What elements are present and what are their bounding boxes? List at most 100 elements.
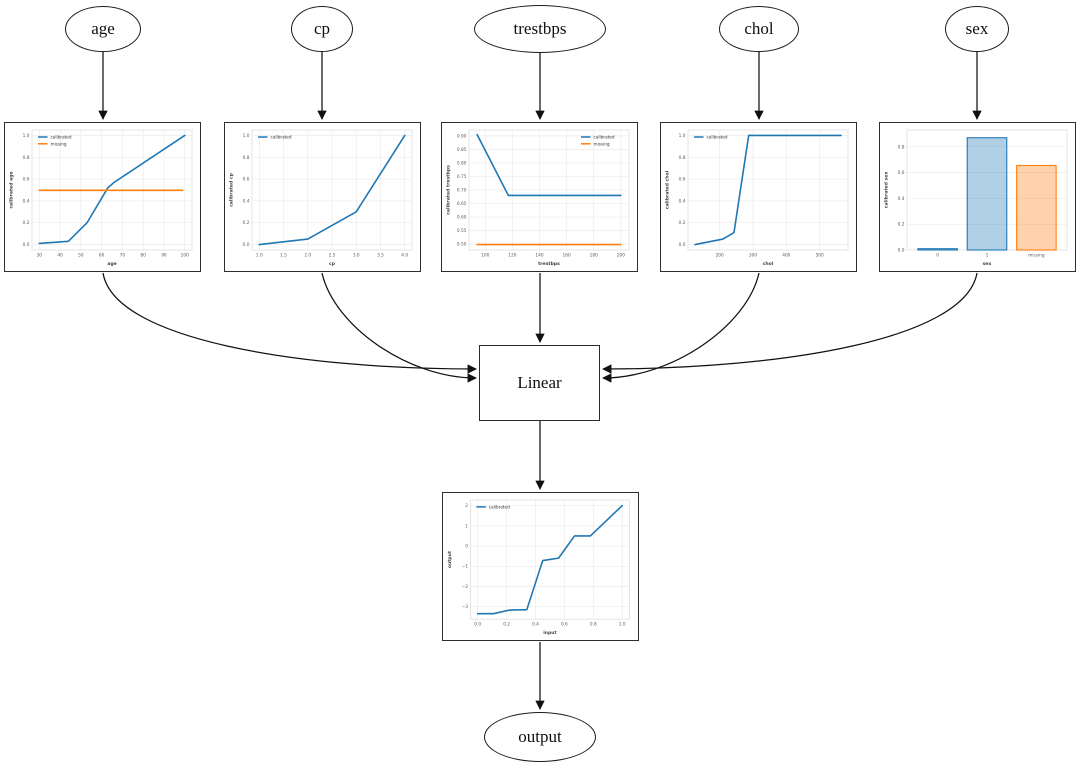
svg-text:2: 2: [465, 503, 468, 509]
svg-text:−1: −1: [462, 564, 469, 570]
svg-text:0.55: 0.55: [457, 228, 467, 234]
svg-text:calibrated: calibrated: [707, 135, 728, 140]
svg-text:0.8: 0.8: [898, 144, 905, 150]
node-output: output: [484, 712, 596, 762]
svg-text:0.6: 0.6: [561, 622, 568, 628]
svg-text:0.60: 0.60: [457, 215, 467, 221]
svg-text:0.80: 0.80: [457, 160, 467, 166]
svg-text:1.0: 1.0: [243, 133, 250, 139]
svg-text:0.8: 0.8: [679, 155, 686, 161]
node-sex: sex: [945, 6, 1009, 52]
svg-text:0.4: 0.4: [532, 622, 539, 628]
svg-text:calibrated: calibrated: [271, 135, 292, 140]
svg-text:0.8: 0.8: [590, 622, 597, 628]
node-label: chol: [744, 19, 774, 38]
svg-text:140: 140: [535, 253, 543, 259]
svg-text:1.0: 1.0: [23, 133, 30, 139]
svg-text:0.4: 0.4: [679, 198, 686, 204]
svg-text:100: 100: [181, 253, 189, 259]
svg-text:0.8: 0.8: [243, 155, 250, 161]
svg-text:3.0: 3.0: [353, 253, 360, 259]
svg-text:500: 500: [816, 253, 824, 259]
svg-text:calibrated trestbps: calibrated trestbps: [446, 165, 452, 215]
svg-text:0.4: 0.4: [898, 196, 905, 202]
svg-text:3.5: 3.5: [377, 253, 384, 259]
svg-text:sex: sex: [983, 262, 992, 267]
svg-text:age: age: [107, 262, 117, 267]
svg-text:missing: missing: [594, 141, 610, 146]
svg-text:0.2: 0.2: [679, 220, 686, 226]
svg-text:0.0: 0.0: [474, 622, 481, 628]
svg-text:160: 160: [563, 253, 571, 259]
svg-text:0.2: 0.2: [23, 220, 30, 226]
svg-text:trestbps: trestbps: [538, 261, 560, 267]
svg-text:calibrated chol: calibrated chol: [665, 170, 671, 209]
svg-text:1.0: 1.0: [619, 622, 626, 628]
svg-text:40: 40: [57, 253, 63, 259]
node-label: cp: [313, 19, 331, 38]
svg-text:0.2: 0.2: [503, 622, 510, 628]
svg-text:120: 120: [508, 253, 516, 259]
svg-text:0.8: 0.8: [23, 155, 30, 161]
svg-text:200: 200: [716, 253, 724, 259]
svg-text:0.2: 0.2: [243, 220, 250, 226]
svg-text:4.0: 4.0: [401, 253, 408, 259]
svg-text:calibrated: calibrated: [51, 135, 72, 140]
svg-text:0.85: 0.85: [457, 147, 467, 153]
svg-text:0.4: 0.4: [23, 198, 30, 204]
svg-text:output: output: [447, 550, 453, 568]
svg-text:1.0: 1.0: [256, 253, 263, 259]
svg-text:80: 80: [140, 253, 146, 259]
svg-text:90: 90: [161, 253, 167, 259]
svg-text:calibrated age: calibrated age: [9, 171, 15, 208]
svg-text:0: 0: [465, 544, 468, 550]
svg-text:180: 180: [590, 253, 598, 259]
edge-calibrator-age-to-linear: [102, 272, 477, 374]
svg-text:50: 50: [78, 253, 84, 259]
svg-text:0.90: 0.90: [457, 133, 467, 139]
svg-text:400: 400: [782, 253, 790, 259]
node-age: age: [65, 6, 141, 52]
svg-text:input: input: [543, 630, 557, 636]
node-label: age: [91, 19, 115, 38]
svg-text:70: 70: [120, 253, 126, 259]
svg-text:1: 1: [465, 523, 468, 529]
svg-text:0.75: 0.75: [457, 174, 467, 180]
svg-text:0.6: 0.6: [898, 170, 905, 176]
svg-text:−3: −3: [462, 604, 469, 610]
svg-text:calibrated cp: calibrated cp: [229, 172, 235, 207]
svg-text:0.65: 0.65: [457, 201, 467, 207]
node-linear: Linear: [479, 345, 600, 421]
svg-text:2.5: 2.5: [329, 253, 336, 259]
svg-text:30: 30: [37, 253, 43, 259]
edge-calibrator-sex-to-linear: [602, 272, 978, 374]
svg-text:1: 1: [986, 253, 989, 259]
svg-text:2.0: 2.0: [304, 253, 311, 259]
svg-text:missing: missing: [1028, 253, 1045, 259]
svg-text:100: 100: [481, 253, 489, 259]
svg-text:calibrated: calibrated: [489, 504, 510, 509]
svg-text:0.0: 0.0: [898, 248, 905, 254]
node-label: output: [518, 727, 562, 746]
node-label: sex: [965, 19, 989, 38]
svg-text:calibrated sex: calibrated sex: [884, 172, 890, 209]
edge-calibrator-cp-to-linear: [321, 272, 477, 383]
node-cp: cp: [291, 6, 353, 52]
svg-text:0.6: 0.6: [679, 177, 686, 183]
svg-text:calibrated: calibrated: [594, 135, 615, 140]
svg-text:0.70: 0.70: [457, 188, 467, 194]
svg-text:60: 60: [99, 253, 105, 259]
svg-text:0: 0: [936, 253, 939, 259]
svg-text:missing: missing: [51, 141, 67, 146]
